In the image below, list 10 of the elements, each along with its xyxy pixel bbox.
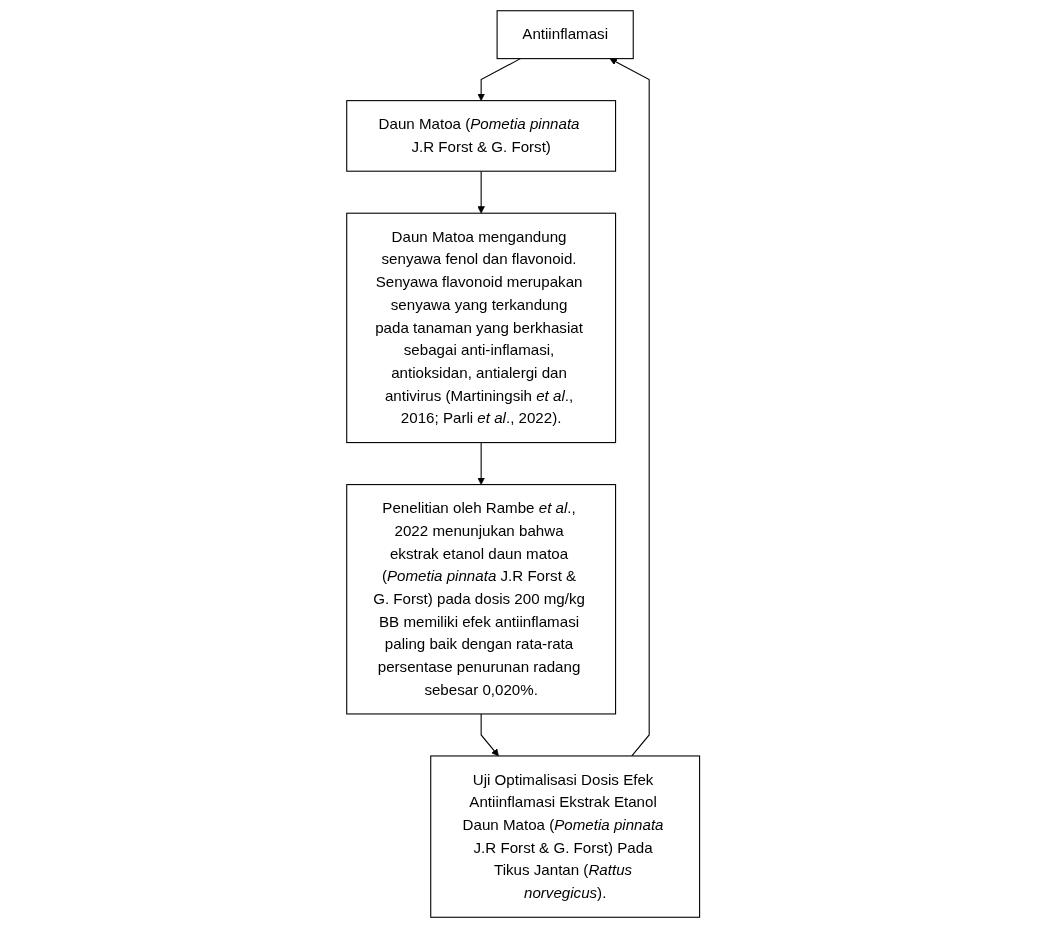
arrow (477, 58, 521, 101)
node-box: Daun Matoa mengandung senyawa fenol dan flavonoid. Senyawa flavonoid merupakan senyawa yang terkandung pada tanaman yang berkhasiat sebagai anti-inflamasi, antioksidan, antialergi dan antivirus (Martiningsih et al., 2016; Parli et al., 2022). (346, 212, 616, 444)
node-box: Penelitian oleh Rambe et al., 2022 menunjukan bahwa ekstrak etanol daun matoa (Pometia pinnata J.R Forst & G. Forst) pada dosis 200 mg/kg BB memiliki efek antiinflamasi paling baik dengan rata-rata persentase penurunan radang sebesar 0,020%. (346, 484, 616, 715)
node-box: Daun Matoa (Pometia pinnata J.R Forst & G. Forst) (346, 100, 616, 172)
node-box: Antiinflamasi (496, 10, 634, 60)
arrow (480, 713, 499, 757)
arrow (609, 58, 650, 757)
arrow (477, 170, 485, 214)
node-box: Uji Optimalisasi Dosis Efek Antiinflamasi Ekstrak Etanol Daun Matoa (Pometia pinnata J.R Forst & G. Forst) Pada Tikus Jantan (Rattus norvegicus). (430, 755, 700, 918)
arrow (477, 442, 485, 485)
